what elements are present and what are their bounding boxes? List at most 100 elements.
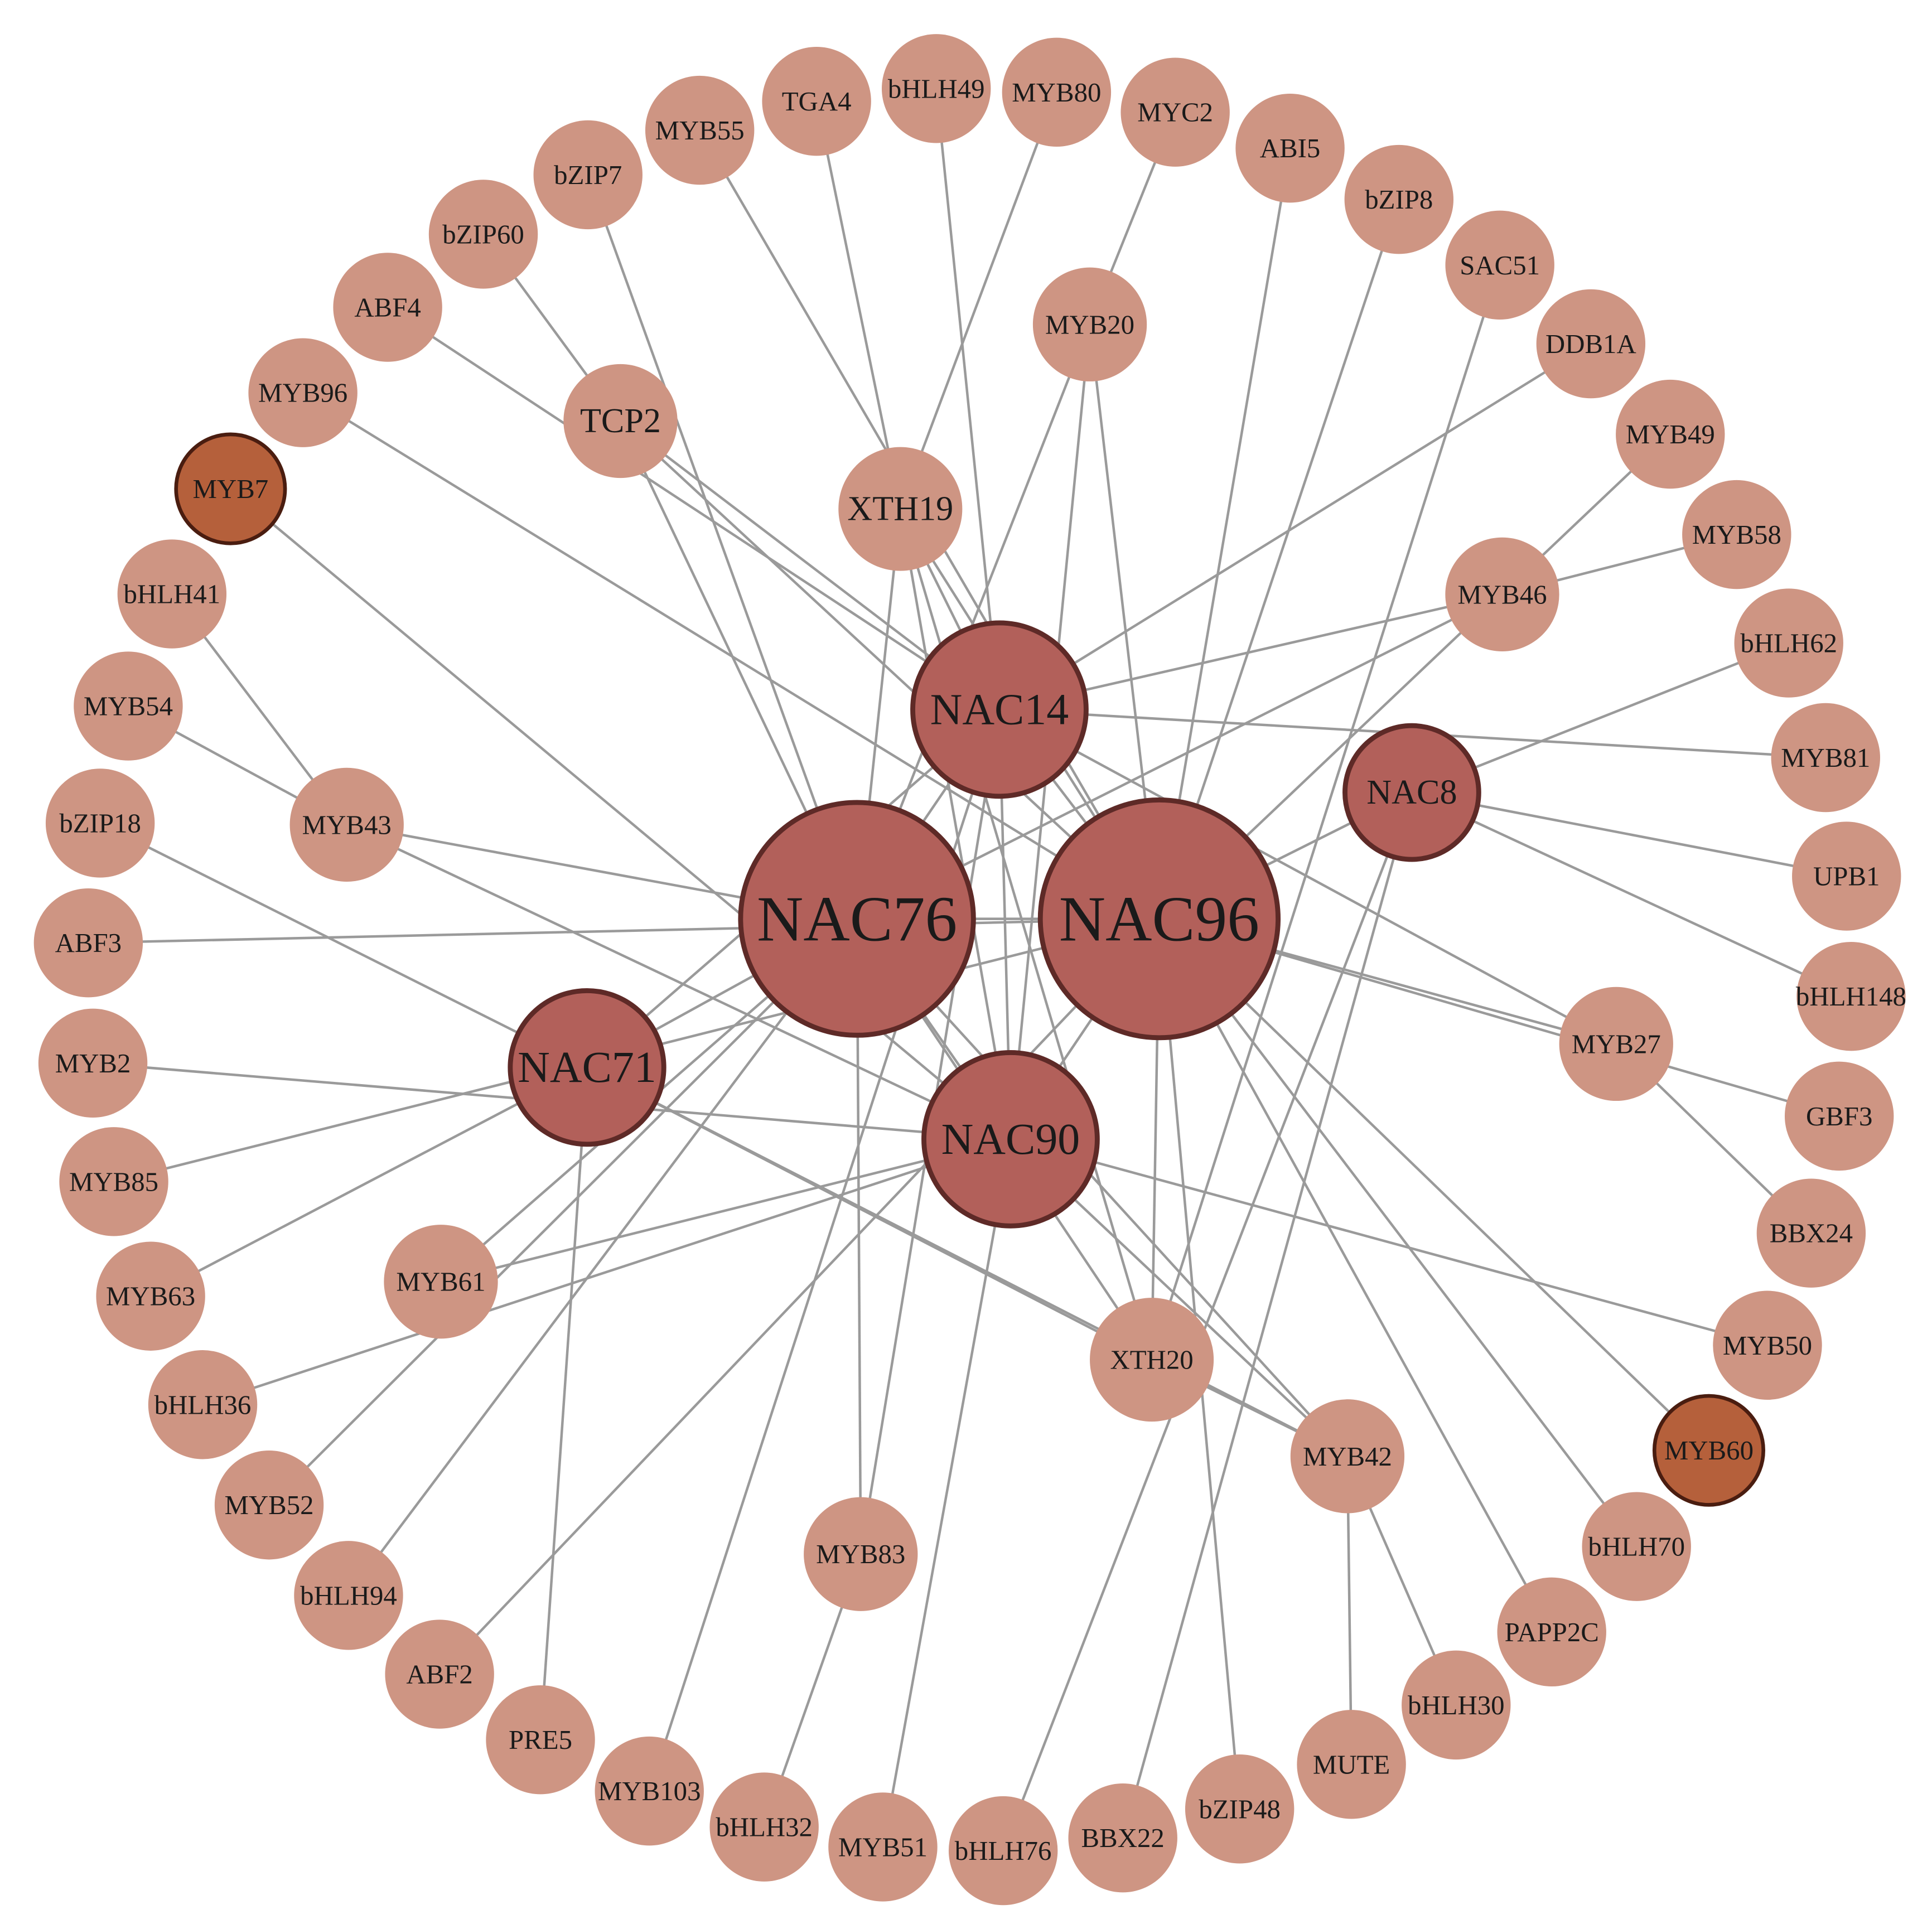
node-MYB55[interactable]: MYB55 — [645, 75, 755, 185]
node-bZIP48[interactable]: bZIP48 — [1185, 1754, 1295, 1864]
node-MYB50[interactable]: MYB50 — [1713, 1290, 1822, 1400]
node-MYB27[interactable]: MYB27 — [1559, 987, 1673, 1101]
node-NAC96[interactable]: NAC96 — [1037, 797, 1281, 1041]
node-label: MYB7 — [193, 473, 269, 504]
node-MYC2[interactable]: MYC2 — [1120, 57, 1230, 167]
node-circle — [1290, 1399, 1405, 1514]
node-ABF2[interactable]: ABF2 — [385, 1619, 494, 1729]
edge-bHLH148-NAC8 — [1411, 791, 1852, 998]
node-bHLH36[interactable]: bHLH36 — [148, 1350, 258, 1459]
node-SAC51[interactable]: SAC51 — [1445, 210, 1554, 320]
node-MYB20[interactable]: MYB20 — [1032, 267, 1147, 381]
edge-MYB27-NAC14 — [998, 708, 1617, 1045]
node-DDB1A[interactable]: DDB1A — [1536, 289, 1646, 399]
node-circle — [1536, 289, 1646, 399]
edge-MYB51-NAC90 — [881, 1139, 1012, 1848]
node-XTH19[interactable]: XTH19 — [838, 447, 963, 571]
node-MYB7[interactable]: MYB7 — [174, 432, 287, 545]
node-MYB43[interactable]: MYB43 — [289, 767, 404, 882]
node-bHLH94[interactable]: bHLH94 — [294, 1541, 403, 1650]
node-TCP2[interactable]: TCP2 — [563, 364, 678, 478]
node-MYB42[interactable]: MYB42 — [1290, 1399, 1405, 1514]
node-ABF4[interactable]: ABF4 — [333, 253, 442, 362]
node-label: MYB85 — [69, 1166, 158, 1197]
node-MYB96[interactable]: MYB96 — [248, 338, 358, 447]
node-MYB52[interactable]: MYB52 — [214, 1451, 324, 1560]
node-BBX22[interactable]: BBX22 — [1068, 1783, 1177, 1893]
node-MYB83[interactable]: MYB83 — [804, 1497, 918, 1611]
node-label: NAC8 — [1366, 773, 1457, 811]
node-label: NAC76 — [757, 883, 957, 955]
node-bHLH70[interactable]: bHLH70 — [1582, 1492, 1691, 1601]
node-label: PRE5 — [509, 1724, 572, 1755]
node-TGA4[interactable]: TGA4 — [762, 46, 871, 156]
node-bHLH41[interactable]: bHLH41 — [117, 539, 227, 649]
node-bHLH32[interactable]: bHLH32 — [709, 1772, 819, 1882]
node-bHLH49[interactable]: bHLH49 — [881, 34, 991, 143]
node-bZIP60[interactable]: bZIP60 — [428, 180, 538, 289]
node-bZIP7[interactable]: bZIP7 — [533, 120, 643, 230]
node-NAC90[interactable]: NAC90 — [921, 1050, 1100, 1229]
node-NAC8[interactable]: NAC8 — [1342, 723, 1481, 862]
node-bHLH148[interactable]: bHLH148 — [1796, 941, 1906, 1051]
edge-XTH19-NAC90 — [899, 509, 1012, 1140]
node-MYB60[interactable]: MYB60 — [1652, 1394, 1765, 1507]
edge-ABF2-NAC96 — [438, 918, 1161, 1675]
node-circle — [1037, 797, 1281, 1041]
node-XTH20[interactable]: XTH20 — [1090, 1298, 1214, 1422]
node-MYB46[interactable]: MYB46 — [1445, 537, 1559, 651]
node-label: NAC90 — [941, 1115, 1080, 1164]
node-circle — [709, 1772, 819, 1882]
edge-PRE5-NAC71 — [539, 1067, 588, 1740]
node-label: bHLH148 — [1796, 981, 1906, 1012]
node-MYB85[interactable]: MYB85 — [59, 1127, 168, 1236]
node-circle — [1756, 1178, 1866, 1288]
node-bZIP8[interactable]: bZIP8 — [1344, 144, 1453, 254]
node-circle — [174, 432, 287, 545]
node-MYB61[interactable]: MYB61 — [384, 1225, 498, 1339]
node-ABI5[interactable]: ABI5 — [1235, 93, 1345, 203]
node-MYB2[interactable]: MYB2 — [38, 1008, 148, 1118]
node-MYB103[interactable]: MYB103 — [595, 1736, 704, 1846]
node-circle — [1616, 379, 1725, 489]
node-label: ABI5 — [1260, 133, 1321, 163]
node-label: ABF2 — [406, 1659, 472, 1690]
node-BBX24[interactable]: BBX24 — [1756, 1178, 1866, 1288]
node-MYB54[interactable]: MYB54 — [74, 651, 183, 761]
node-bHLH30[interactable]: bHLH30 — [1402, 1650, 1511, 1760]
node-UPB1[interactable]: UPB1 — [1792, 821, 1901, 931]
node-MUTE[interactable]: MUTE — [1297, 1710, 1406, 1819]
node-NAC14[interactable]: NAC14 — [910, 620, 1089, 799]
node-NAC76[interactable]: NAC76 — [738, 800, 976, 1038]
node-label: MYB42 — [1303, 1441, 1392, 1472]
node-MYB63[interactable]: MYB63 — [96, 1241, 205, 1351]
node-circle — [1734, 588, 1843, 698]
edge-bZIP7-NAC76 — [587, 174, 858, 920]
node-label: bZIP60 — [442, 219, 524, 249]
node-MYB49[interactable]: MYB49 — [1616, 379, 1725, 489]
edge-MYB42-NAC76 — [856, 918, 1349, 1457]
node-circle — [1342, 723, 1481, 862]
node-ABF3[interactable]: ABF3 — [33, 888, 143, 998]
node-bHLH62[interactable]: bHLH62 — [1734, 588, 1843, 698]
node-label: MYB55 — [655, 115, 745, 146]
node-circle — [1090, 1298, 1214, 1422]
node-label: bHLH76 — [955, 1835, 1052, 1866]
node-MYB58[interactable]: MYB58 — [1682, 480, 1791, 589]
node-circle — [828, 1792, 938, 1902]
edge-TCP2-NAC96 — [619, 420, 1160, 920]
node-circle — [1297, 1710, 1406, 1819]
node-MYB80[interactable]: MYB80 — [1002, 37, 1112, 147]
node-circle — [96, 1241, 205, 1351]
node-MYB51[interactable]: MYB51 — [828, 1792, 938, 1902]
node-NAC71[interactable]: NAC71 — [508, 988, 666, 1147]
node-bZIP18[interactable]: bZIP18 — [45, 768, 155, 878]
node-PRE5[interactable]: PRE5 — [486, 1685, 595, 1795]
edge-MYB43-NAC90 — [346, 823, 1011, 1140]
node-bHLH76[interactable]: bHLH76 — [948, 1796, 1058, 1906]
node-MYB81[interactable]: MYB81 — [1771, 703, 1880, 813]
node-PAPP2C[interactable]: PAPP2C — [1497, 1577, 1606, 1687]
edge-bHLH36-NAC90 — [202, 1138, 1011, 1406]
node-label: MUTE — [1313, 1749, 1390, 1780]
node-GBF3[interactable]: GBF3 — [1784, 1061, 1894, 1171]
